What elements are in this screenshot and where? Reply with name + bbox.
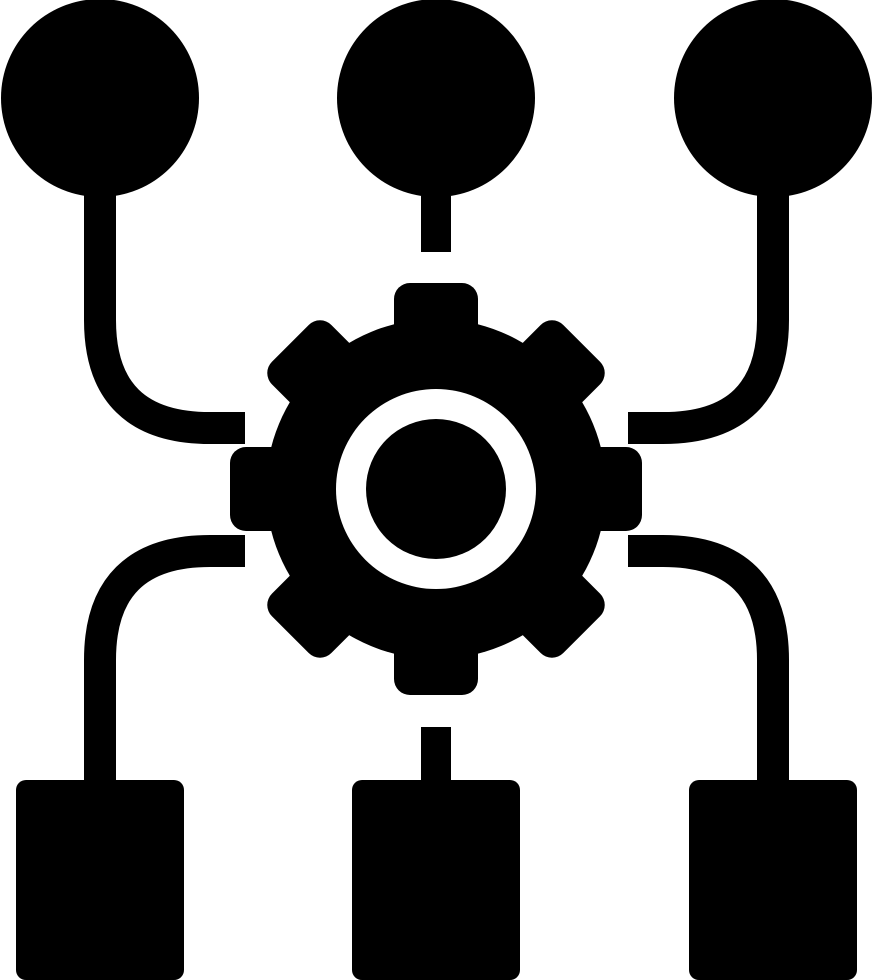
top-right-connector	[628, 190, 789, 444]
bottom-right-square-node	[689, 780, 857, 980]
top-center-connector	[421, 196, 451, 252]
top-left-circle-node	[1, 0, 199, 197]
bottom-center-square-node	[352, 780, 520, 980]
bottom-center-connector	[421, 727, 451, 784]
top-left-connector	[84, 190, 245, 444]
top-right-circle-node	[674, 0, 872, 197]
gear-tooth	[509, 320, 605, 416]
gear-tooth	[230, 447, 300, 531]
gear-tooth	[572, 447, 642, 531]
gear-center-hole	[366, 419, 506, 559]
bottom-left-square-node	[16, 780, 184, 980]
bottom-left-connector	[84, 535, 245, 790]
top-center-circle-node	[337, 0, 535, 197]
gear-tooth	[394, 283, 478, 353]
bottom-right-connector	[628, 535, 789, 790]
gear-tooth	[267, 320, 363, 416]
gear-tooth	[267, 562, 363, 658]
gear-tooth	[394, 625, 478, 695]
gear-tooth	[509, 562, 605, 658]
gear-icon	[230, 283, 642, 695]
